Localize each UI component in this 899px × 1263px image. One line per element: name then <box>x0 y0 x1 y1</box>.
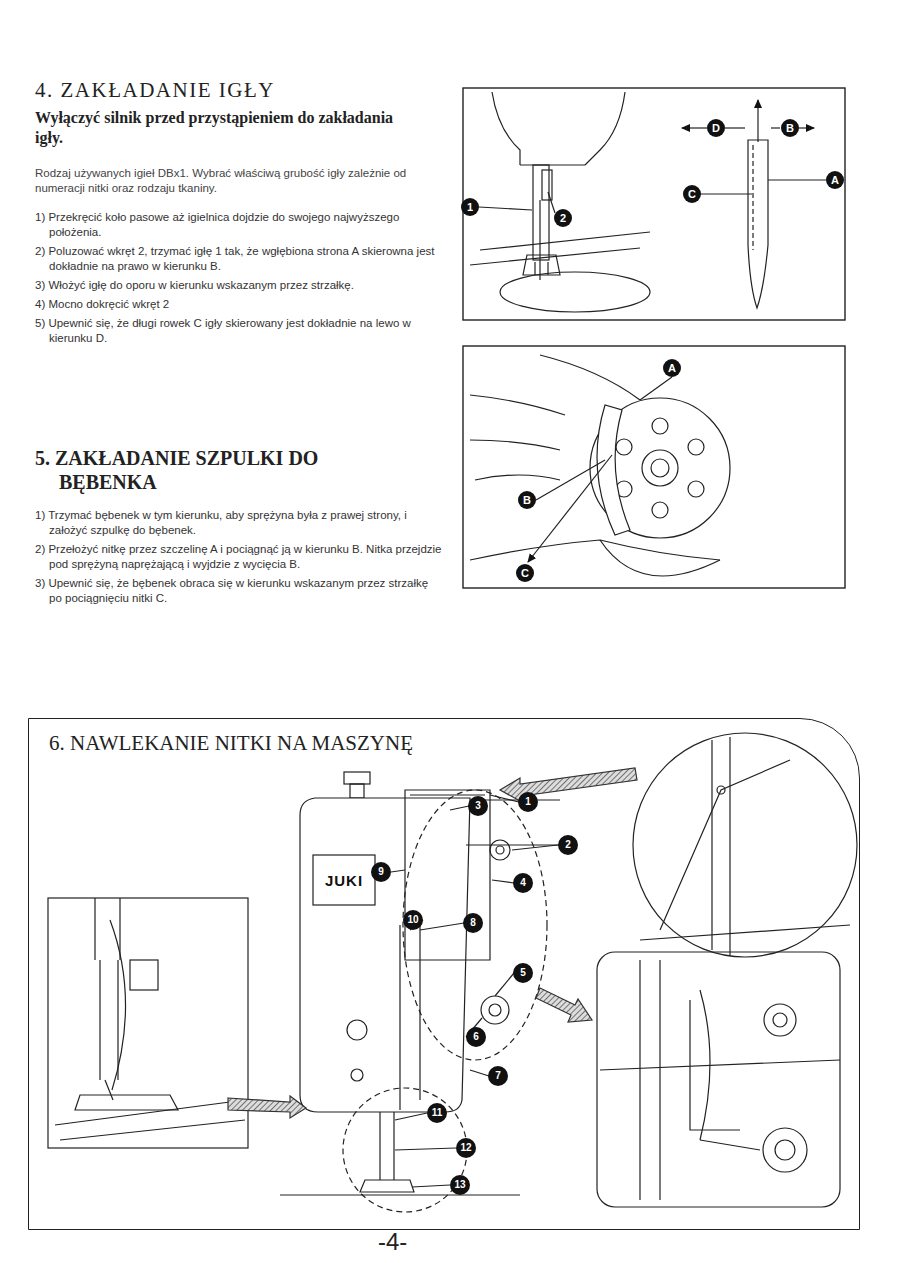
machine-figure <box>48 733 857 1212</box>
callout-number: 2 <box>558 835 578 855</box>
needle-figure <box>463 88 845 320</box>
step-text: 3) Upewnić się, że bębenek obraca się w … <box>35 576 444 606</box>
callout-number: 4 <box>513 873 533 893</box>
brand-logo: JUKI <box>325 872 363 889</box>
callout-number: 5 <box>513 963 533 983</box>
callout-number: 12 <box>456 1138 476 1158</box>
callout-number: 10 <box>403 910 423 930</box>
callout-letter: B <box>518 491 536 509</box>
step-text: 2) Poluzować wkręt 2, trzymać igłę 1 tak… <box>35 244 444 274</box>
callout-number: 13 <box>450 1175 470 1195</box>
callout-letter: A <box>663 359 681 377</box>
callout-number: 7 <box>488 1066 508 1086</box>
bobbin-figure <box>463 346 845 588</box>
step-text: 2) Przełożyć nitkę przez szczelinę A i p… <box>35 542 444 572</box>
section-heading: 5. ZAKŁADANIE SZPULKI DO BĘBENKA <box>35 446 379 494</box>
callout-number: 1 <box>461 198 479 216</box>
callout-number: 1 <box>518 792 538 812</box>
step-text: 4) Mocno dokręcić wkręt 2 <box>35 297 444 312</box>
callout-letter: B <box>781 119 799 137</box>
callout-letter: C <box>516 564 534 582</box>
section-heading: 4. ZAKŁADANIE IGŁY <box>35 78 275 103</box>
step-text: 1) Trzymać bębenek w tym kierunku, aby s… <box>35 508 444 538</box>
step-text: 1) Przekręcić koło pasowe aż igielnica d… <box>35 210 444 240</box>
body-text: Rodzaj używanych igieł DBx1. Wybrać właś… <box>35 166 430 196</box>
callout-letter: D <box>707 119 725 137</box>
callout-number: 8 <box>463 913 483 933</box>
section-heading: 6. NAWLEKANIE NITKI NA MASZYNĘ <box>49 731 413 756</box>
callout-number: 6 <box>466 1027 486 1047</box>
warning-note: Wyłączyć silnik przed przystąpieniem do … <box>35 108 425 148</box>
callout-number: 2 <box>554 209 572 227</box>
step-text: 5) Upewnić się, że długi rowek C igły sk… <box>35 316 444 346</box>
callout-number: 3 <box>468 796 488 816</box>
callout-letter: C <box>683 185 701 203</box>
callout-letter: A <box>826 171 844 189</box>
section-frame: 6. NAWLEKANIE NITKI NA MASZYNĘ <box>28 718 860 1230</box>
callout-number: 9 <box>371 862 391 882</box>
step-text: 3) Włożyć igłę do oporu w kierunku wskaz… <box>35 278 444 293</box>
page-number: -4- <box>378 1228 407 1256</box>
callout-number: 11 <box>427 1103 447 1123</box>
